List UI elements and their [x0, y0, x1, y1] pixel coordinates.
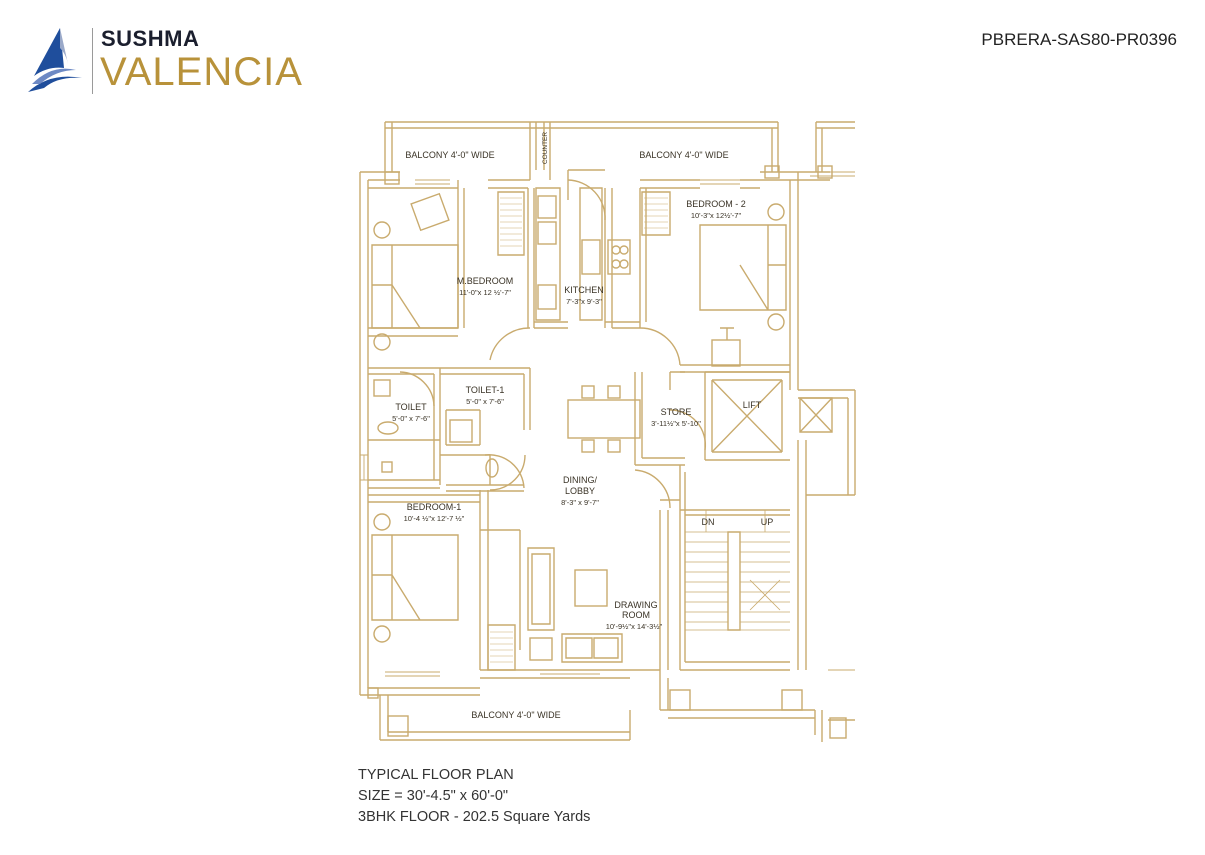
bedroom-1-size: 10'-4 ½"x 12'-7 ½": [404, 514, 465, 523]
caption-size: SIZE = 30'-4.5" x 60'-0": [358, 788, 509, 804]
toilet-1-size: 5'-0" x 7'-6": [466, 397, 504, 406]
brand-logo: SUSHMA VALENCIA: [24, 26, 314, 102]
caption-title: TYPICAL FLOOR PLAN: [358, 767, 514, 783]
lift-label: LIFT: [743, 400, 762, 410]
floor-plan: BALCONY 4'-0" WIDE BALCONY 4'-0" WIDE BA…: [340, 110, 860, 755]
bedroom-2-name: BEDROOM - 2: [686, 199, 746, 209]
stair-dn-label: DN: [702, 517, 715, 527]
toilet-size: 5'-0" x 7'-6": [392, 414, 430, 423]
kitchen-size: 7'-3"x 9'-3": [566, 297, 602, 306]
dining-name-1: DINING/: [563, 475, 598, 485]
master-bedroom-size: 11'-0"x 12 ½'-7": [459, 288, 511, 297]
balcony-top-right-label: BALCONY 4'-0" WIDE: [639, 150, 728, 160]
caption-area: 3BHK FLOOR - 202.5 Square Yards: [358, 809, 591, 825]
brand-name-top: SUSHMA: [101, 26, 200, 51]
dining-size: 8'-3" x 9'-7": [561, 498, 599, 507]
toilet-name: TOILET: [395, 402, 427, 412]
brand-name-bottom: VALENCIA: [100, 50, 303, 94]
store-name: STORE: [661, 407, 692, 417]
drawing-room-size: 10'-9½"x 14'-3½": [606, 622, 663, 631]
drawing-room-name-1: DRAWING: [614, 600, 657, 610]
balcony-bottom-label: BALCONY 4'-0" WIDE: [471, 710, 560, 720]
balcony-top-left-label: BALCONY 4'-0" WIDE: [405, 150, 494, 160]
kitchen-name: KITCHEN: [564, 285, 604, 295]
counter-label: COUNTER: [542, 132, 549, 164]
rera-number: PBRERA-SAS80-PR0396: [981, 30, 1177, 49]
logo-mountain-icon: [28, 28, 82, 92]
store-size: 3'-11½"x 5'-10": [651, 419, 701, 428]
stair-up-label: UP: [761, 517, 774, 527]
bedroom-1-name: BEDROOM-1: [407, 502, 462, 512]
master-bedroom-name: M.BEDROOM: [457, 276, 514, 286]
floor-plan-drawing: BALCONY 4'-0" WIDE BALCONY 4'-0" WIDE BA…: [359, 121, 856, 742]
dining-name-2: LOBBY: [565, 486, 595, 496]
plan-caption: TYPICAL FLOOR PLAN SIZE = 30'-4.5" x 60'…: [358, 765, 590, 828]
drawing-room-name-2: ROOM: [622, 610, 650, 620]
toilet-1-name: TOILET-1: [466, 385, 505, 395]
bedroom-2-size: 10'-3"x 12½'-7": [691, 211, 742, 220]
logo-divider: [92, 28, 93, 94]
